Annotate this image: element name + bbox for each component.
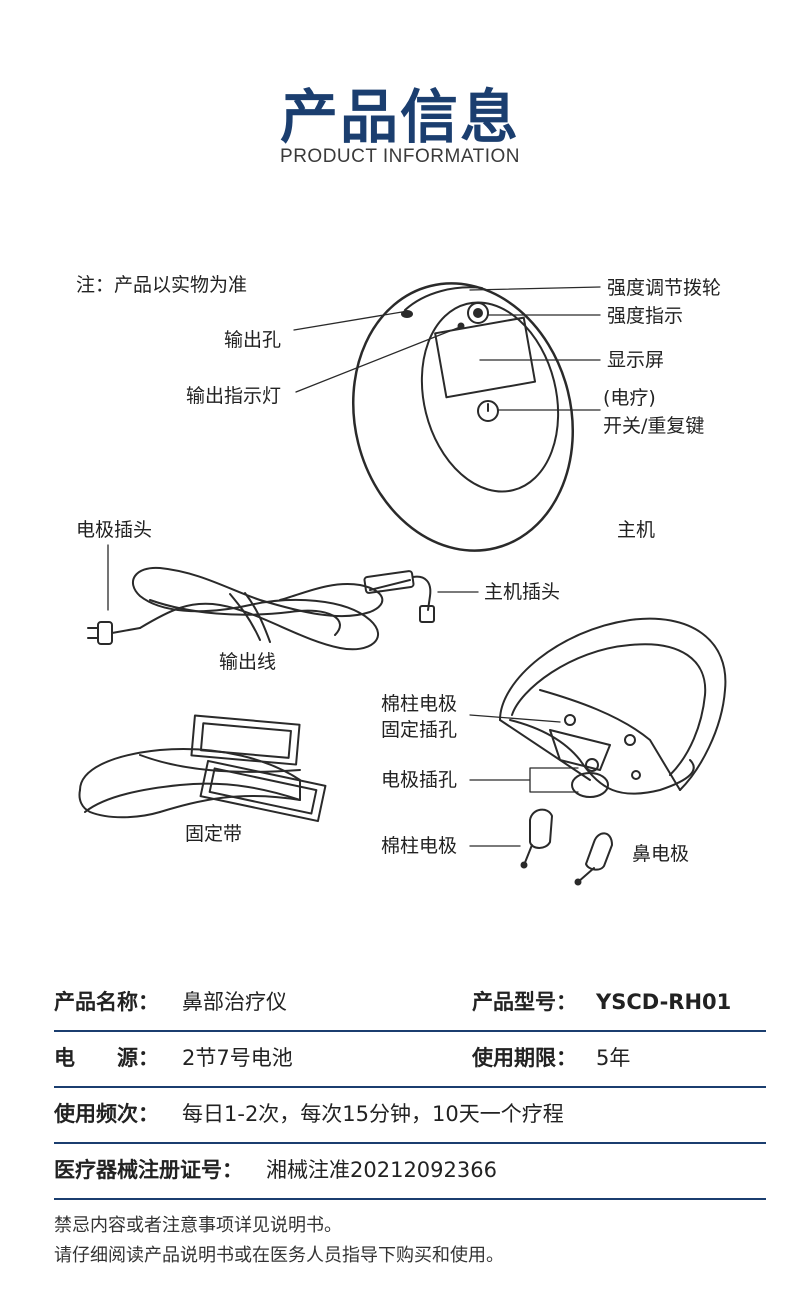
strap-illustration	[78, 714, 327, 823]
main-unit-illustration	[351, 282, 575, 552]
electrode-socket-leader	[469, 767, 579, 793]
electrode-plug-icon	[97, 621, 113, 645]
registration-key: 医疗器械注册证号：	[54, 1158, 243, 1182]
info-row-power-lifetime: 电 源： 2节7号电池 使用期限： 5年	[54, 1030, 766, 1088]
output-cable-illustration	[87, 544, 479, 651]
page-title: 产品信息	[279, 83, 520, 151]
power-value: 2节7号电池	[182, 1046, 293, 1070]
product-name-key: 产品名称：	[54, 990, 159, 1014]
product-name-value: 鼻部治疗仪	[182, 990, 287, 1014]
disclaimer-note: 注：产品以实物为准	[76, 274, 248, 296]
label-cotton-hole-line1: 棉柱电极	[381, 693, 458, 715]
footer-contraindication-note: 禁忌内容或者注意事项详见说明书。	[54, 1215, 342, 1236]
label-intensity-indicator: 强度指示	[607, 305, 684, 327]
product-diagram	[78, 282, 727, 886]
main-unit-screen	[434, 316, 537, 399]
label-cotton-hole-line2: 固定插孔	[381, 719, 458, 741]
power-button-icon	[477, 400, 499, 422]
product-model-key: 产品型号：	[472, 990, 577, 1014]
label-output-port: 输出孔	[224, 329, 282, 351]
label-power-key-line2: 开关/重复键	[603, 415, 705, 437]
main-unit-face	[420, 301, 560, 493]
label-intensity-wheel: 强度调节拨轮	[607, 277, 722, 299]
info-row-name-model: 产品名称： 鼻部治疗仪 产品型号： YSCD-RH01	[54, 974, 766, 1032]
nasal-headband-illustration	[469, 617, 727, 798]
lifetime-key: 使用期限：	[472, 1046, 577, 1070]
label-power-key-line1: (电疗)	[603, 387, 656, 409]
lifetime-value: 5年	[596, 1046, 631, 1070]
footer-usage-note: 请仔细阅读产品说明书或在医务人员指导下购买和使用。	[54, 1245, 504, 1266]
label-output-indicator-light: 输出指示灯	[186, 385, 282, 407]
cotton-electrode-illustration	[469, 808, 553, 869]
main-unit-leaders	[293, 286, 601, 411]
registration-value: 湘械注准20212092366	[266, 1158, 497, 1182]
cotton-hole-leader	[469, 714, 561, 723]
main-unit-rim	[404, 286, 483, 311]
intensity-wheel-icon	[467, 302, 489, 324]
label-main-unit: 主机	[617, 519, 656, 541]
info-row-frequency: 使用频次： 每日1-2次，每次15分钟，10天一个疗程	[54, 1086, 766, 1144]
label-output-cable: 输出线	[219, 651, 277, 673]
page-subtitle: PRODUCT INFORMATION	[280, 146, 520, 167]
label-electrode-plug: 电极插头	[76, 519, 153, 541]
frequency-value: 每日1-2次，每次15分钟，10天一个疗程	[182, 1102, 564, 1126]
label-electrode-socket: 电极插孔	[381, 769, 458, 791]
info-row-registration: 医疗器械注册证号： 湘械注准20212092366	[54, 1142, 766, 1200]
nasal-electrode-illustration	[574, 832, 613, 886]
main-plug-icon	[363, 570, 415, 594]
label-cotton-electrode: 棉柱电极	[381, 835, 458, 857]
product-model-value: YSCD-RH01	[596, 990, 732, 1014]
power-key: 电 源：	[54, 1046, 159, 1070]
label-strap: 固定带	[185, 823, 243, 845]
label-nasal-electrode: 鼻电极	[632, 843, 690, 865]
frequency-key: 使用频次：	[54, 1102, 159, 1126]
label-main-plug: 主机插头	[484, 581, 561, 603]
main-unit-body	[351, 282, 575, 552]
label-display: 显示屏	[607, 349, 665, 371]
